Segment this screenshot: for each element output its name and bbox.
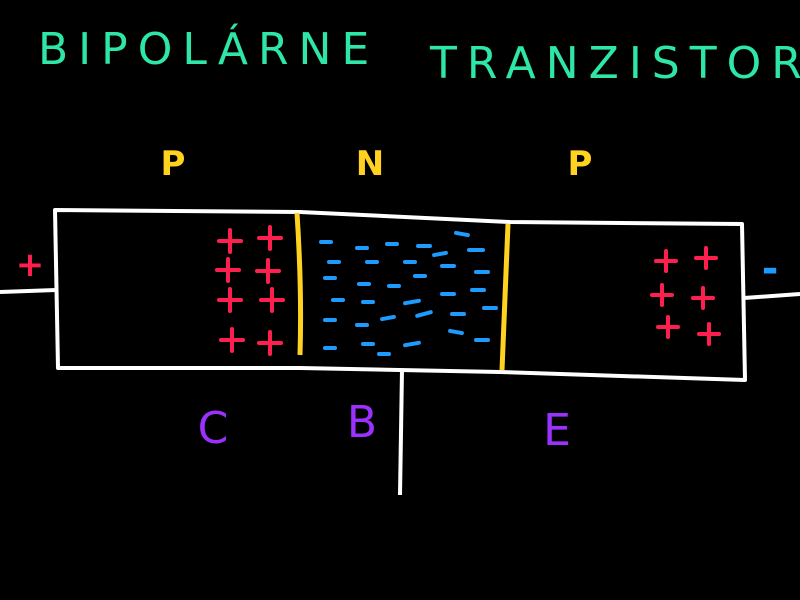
terminal-emitter: E bbox=[543, 405, 571, 456]
hole bbox=[691, 286, 715, 310]
electron bbox=[380, 314, 396, 322]
hole bbox=[257, 225, 283, 251]
polarity-positive: + bbox=[16, 245, 45, 285]
transistor-body bbox=[53, 208, 747, 382]
region-label-emitter: P bbox=[568, 144, 593, 184]
hole bbox=[215, 257, 241, 283]
title-word-1: BIPOLÁRNE bbox=[38, 22, 379, 75]
electron bbox=[403, 298, 421, 306]
electron bbox=[432, 250, 448, 258]
hole bbox=[255, 258, 281, 284]
title-word-2: TRANZISTORY bbox=[429, 38, 800, 89]
hole bbox=[654, 249, 678, 273]
hole bbox=[259, 287, 285, 313]
hole bbox=[694, 246, 718, 270]
terminal-base: B bbox=[347, 397, 377, 448]
electron bbox=[403, 340, 421, 348]
hole bbox=[217, 287, 243, 313]
hole bbox=[217, 228, 243, 254]
hole bbox=[219, 327, 245, 353]
emitter-lead bbox=[743, 292, 800, 300]
hole bbox=[697, 322, 721, 346]
region-label-base: N bbox=[356, 144, 384, 184]
holes-emitter bbox=[650, 246, 721, 346]
hole bbox=[257, 330, 283, 356]
region-label-collector: P bbox=[161, 144, 186, 184]
electron bbox=[454, 230, 470, 238]
hole bbox=[650, 283, 674, 307]
terminal-collector: C bbox=[198, 403, 229, 454]
junction-cb bbox=[294, 212, 304, 356]
base-lead bbox=[398, 369, 404, 496]
hole bbox=[656, 315, 680, 339]
junction-be bbox=[499, 223, 511, 371]
electron bbox=[448, 328, 464, 336]
electrons-base bbox=[319, 230, 498, 356]
electron bbox=[415, 310, 433, 318]
polarity-negative: - bbox=[762, 246, 779, 292]
collector-lead bbox=[0, 288, 57, 294]
holes-collector bbox=[215, 225, 285, 356]
